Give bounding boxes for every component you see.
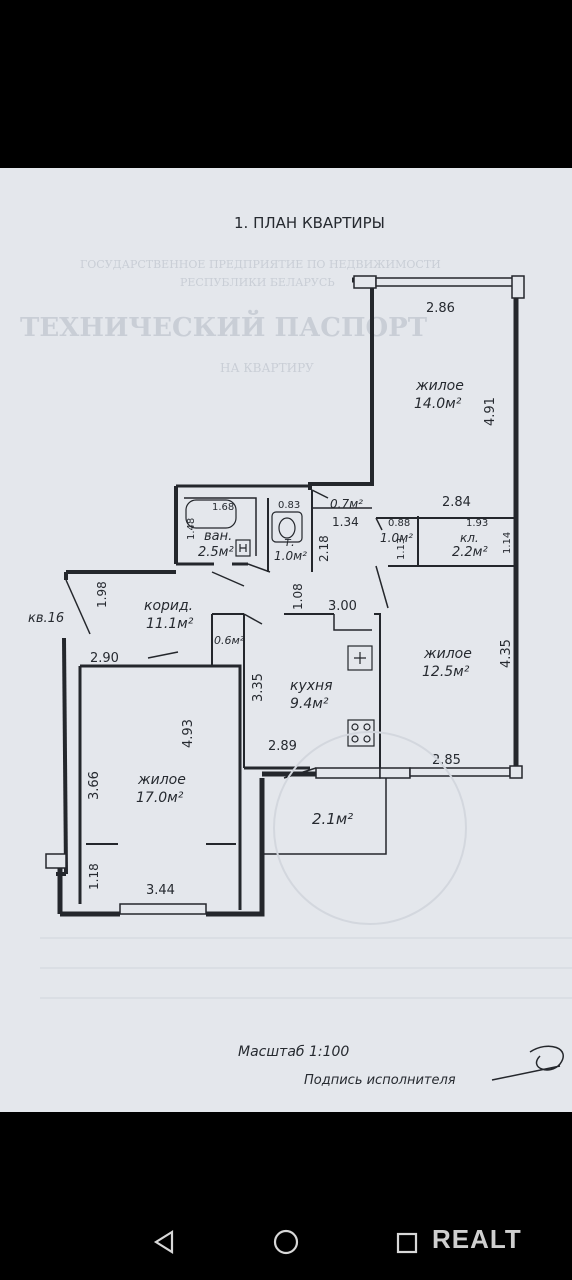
realt-watermark: REALT bbox=[432, 1224, 522, 1254]
dim-1-18: 1.18 bbox=[87, 863, 101, 890]
dim-2-89: 2.89 bbox=[268, 739, 297, 754]
dim-1-93: 1.93 bbox=[466, 518, 488, 529]
dim-1-48: 1.48 bbox=[186, 518, 197, 540]
faded-line-1: ГОСУДАРСТВЕННОЕ ПРЕДПРИЯТИЕ ПО НЕДВИЖИМО… bbox=[80, 258, 441, 271]
room-pantry-name: кл. bbox=[460, 531, 479, 545]
dim-1-13: 1.13 bbox=[396, 538, 407, 560]
dim-4-35: 4.35 bbox=[499, 639, 514, 668]
fixtures bbox=[185, 499, 375, 747]
room-hall-small-area: 0.7м² bbox=[330, 497, 363, 511]
sink-icon bbox=[235, 539, 251, 557]
dim-0-88: 0.88 bbox=[388, 518, 410, 529]
walls bbox=[56, 277, 519, 917]
kitchen-sink-icon bbox=[347, 645, 373, 671]
neighbor-label: кв.16 bbox=[28, 611, 64, 626]
back-icon[interactable] bbox=[150, 1228, 178, 1256]
signature-icon bbox=[491, 1045, 564, 1081]
document-photo: ГОСУДАРСТВЕННОЕ ПРЕДПРИЯТИЕ ПО НЕДВИЖИМО… bbox=[0, 168, 572, 1112]
stamp-icon bbox=[273, 731, 467, 925]
floor-plan: ГОСУДАРСТВЕННОЕ ПРЕДПРИЯТИЕ ПО НЕДВИЖИМО… bbox=[20, 214, 572, 1088]
room-corridor-area: 11.1м² bbox=[146, 616, 194, 632]
signature-label: Подпись исполнителя bbox=[304, 1073, 456, 1088]
faded-background-text: ГОСУДАРСТВЕННОЕ ПРЕДПРИЯТИЕ ПО НЕДВИЖИМО… bbox=[20, 258, 441, 375]
dim-2-86: 2.86 bbox=[426, 301, 455, 316]
dim-4-93: 4.93 bbox=[181, 719, 196, 748]
dim-2-90: 2.90 bbox=[90, 651, 119, 666]
dim-1-08: 1.08 bbox=[291, 583, 305, 610]
dim-2-84: 2.84 bbox=[442, 495, 471, 510]
room-living-right-area: 12.5м² bbox=[422, 664, 470, 680]
room-pantry-area: 2.2м² bbox=[452, 545, 488, 560]
dim-1-68: 1.68 bbox=[212, 502, 234, 513]
dim-3-35: 3.35 bbox=[251, 673, 266, 702]
faded-line-3: ТЕХНИЧЕСКИЙ ПАСПОРТ bbox=[20, 310, 428, 343]
room-living-top-area: 14.0м² bbox=[414, 396, 462, 412]
faded-table-lines bbox=[40, 937, 572, 999]
room-toilet-area: 1.0м² bbox=[274, 549, 307, 563]
room-balcony-area: 2.1м² bbox=[312, 810, 353, 828]
room-living-right-name: жилое bbox=[423, 646, 472, 662]
room-living-left-area: 17.0м² bbox=[136, 790, 184, 806]
room-kitchen-name: кухня bbox=[290, 678, 333, 694]
room-closet-small-area: 1.0м² bbox=[380, 531, 413, 545]
faded-line-2: РЕСПУБЛИКИ БЕЛАРУСЬ bbox=[180, 276, 335, 289]
toilet-icon bbox=[271, 511, 303, 543]
room-labels: жилое 14.0м² ван. 2.5м² т. 1.0м² 0.7м² 1… bbox=[28, 378, 488, 828]
dim-4-91: 4.91 bbox=[483, 397, 498, 426]
plan-title: 1. ПЛАН КВАРТИРЫ bbox=[234, 214, 385, 232]
dim-3-66: 3.66 bbox=[87, 771, 102, 800]
dim-1-14: 1.14 bbox=[502, 532, 513, 554]
home-icon[interactable] bbox=[272, 1228, 300, 1256]
dim-2-85: 2.85 bbox=[432, 753, 461, 768]
scale-label: Масштаб 1:100 bbox=[238, 1044, 349, 1060]
dim-0-83: 0.83 bbox=[278, 500, 300, 511]
room-living-top-name: жилое bbox=[415, 378, 464, 394]
room-bath-area: 2.5м² bbox=[198, 545, 234, 560]
dimensions: 2.86 4.91 2.84 1.68 0.83 1.34 0.88 1.93 … bbox=[87, 301, 514, 898]
recents-icon[interactable] bbox=[394, 1228, 422, 1256]
android-nav-bar bbox=[0, 1112, 572, 1280]
room-corridor-name: корид. bbox=[144, 598, 193, 614]
dim-3-00: 3.00 bbox=[328, 599, 357, 614]
room-kitchen-area: 9.4м² bbox=[290, 696, 329, 712]
faded-line-4: НА КВАРТИРУ bbox=[220, 361, 314, 375]
room-toilet-name: т. bbox=[284, 535, 295, 549]
room-bath-name: ван. bbox=[204, 529, 232, 544]
dim-3-44: 3.44 bbox=[146, 883, 175, 898]
bathtub-icon bbox=[185, 499, 237, 529]
windows bbox=[45, 275, 525, 915]
room-niche-area: 0.6м² bbox=[214, 634, 245, 647]
dim-1-98: 1.98 bbox=[95, 581, 109, 608]
dim-1-34: 1.34 bbox=[332, 515, 359, 529]
dim-2-18: 2.18 bbox=[317, 535, 331, 562]
room-living-left-name: жилое bbox=[137, 772, 186, 788]
